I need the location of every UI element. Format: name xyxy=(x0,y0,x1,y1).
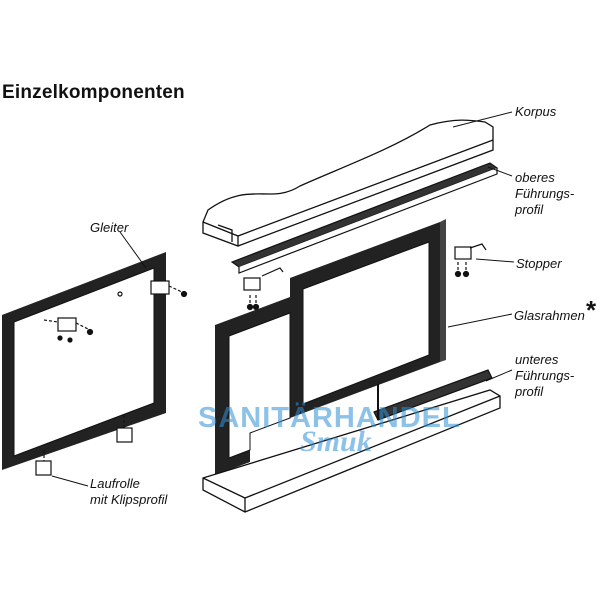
label-lower-guide-1: unteres xyxy=(515,352,559,367)
label-gleiter: Gleiter xyxy=(90,220,129,235)
leader-lines xyxy=(51,111,515,487)
label-korpus: Korpus xyxy=(515,104,557,119)
label-upper-guide-2: Führungs- xyxy=(515,186,575,201)
label-glass-frame: Glasrahmen xyxy=(514,308,585,323)
label-upper-guide-3: profil xyxy=(515,202,544,217)
label-lower-guide-2: Führungs- xyxy=(515,368,575,383)
label-laufrolle-2: mit Klipsprofil xyxy=(90,492,168,507)
glass-frame-front xyxy=(290,219,446,418)
stopper-parts xyxy=(243,243,487,311)
label-lower-guide-3: profil xyxy=(515,384,544,399)
laufrolle-parts xyxy=(35,415,133,476)
gleiter-parts xyxy=(43,280,188,343)
upper-guide-profile xyxy=(230,162,499,274)
label-laufrolle-1: Laufrolle xyxy=(90,476,140,491)
watermark-line2: Smuk xyxy=(300,425,372,458)
label-glass-frame-mark: * xyxy=(586,295,597,325)
page-title: Einzelkomponenten xyxy=(2,82,185,103)
watermark-line1: SANITÄRHANDEL xyxy=(198,402,461,434)
label-upper-guide-1: oberes xyxy=(515,170,555,185)
left-frame xyxy=(2,252,166,470)
label-stopper: Stopper xyxy=(516,256,562,271)
glass-frame-rear xyxy=(215,297,291,475)
bottom-board xyxy=(202,389,501,513)
